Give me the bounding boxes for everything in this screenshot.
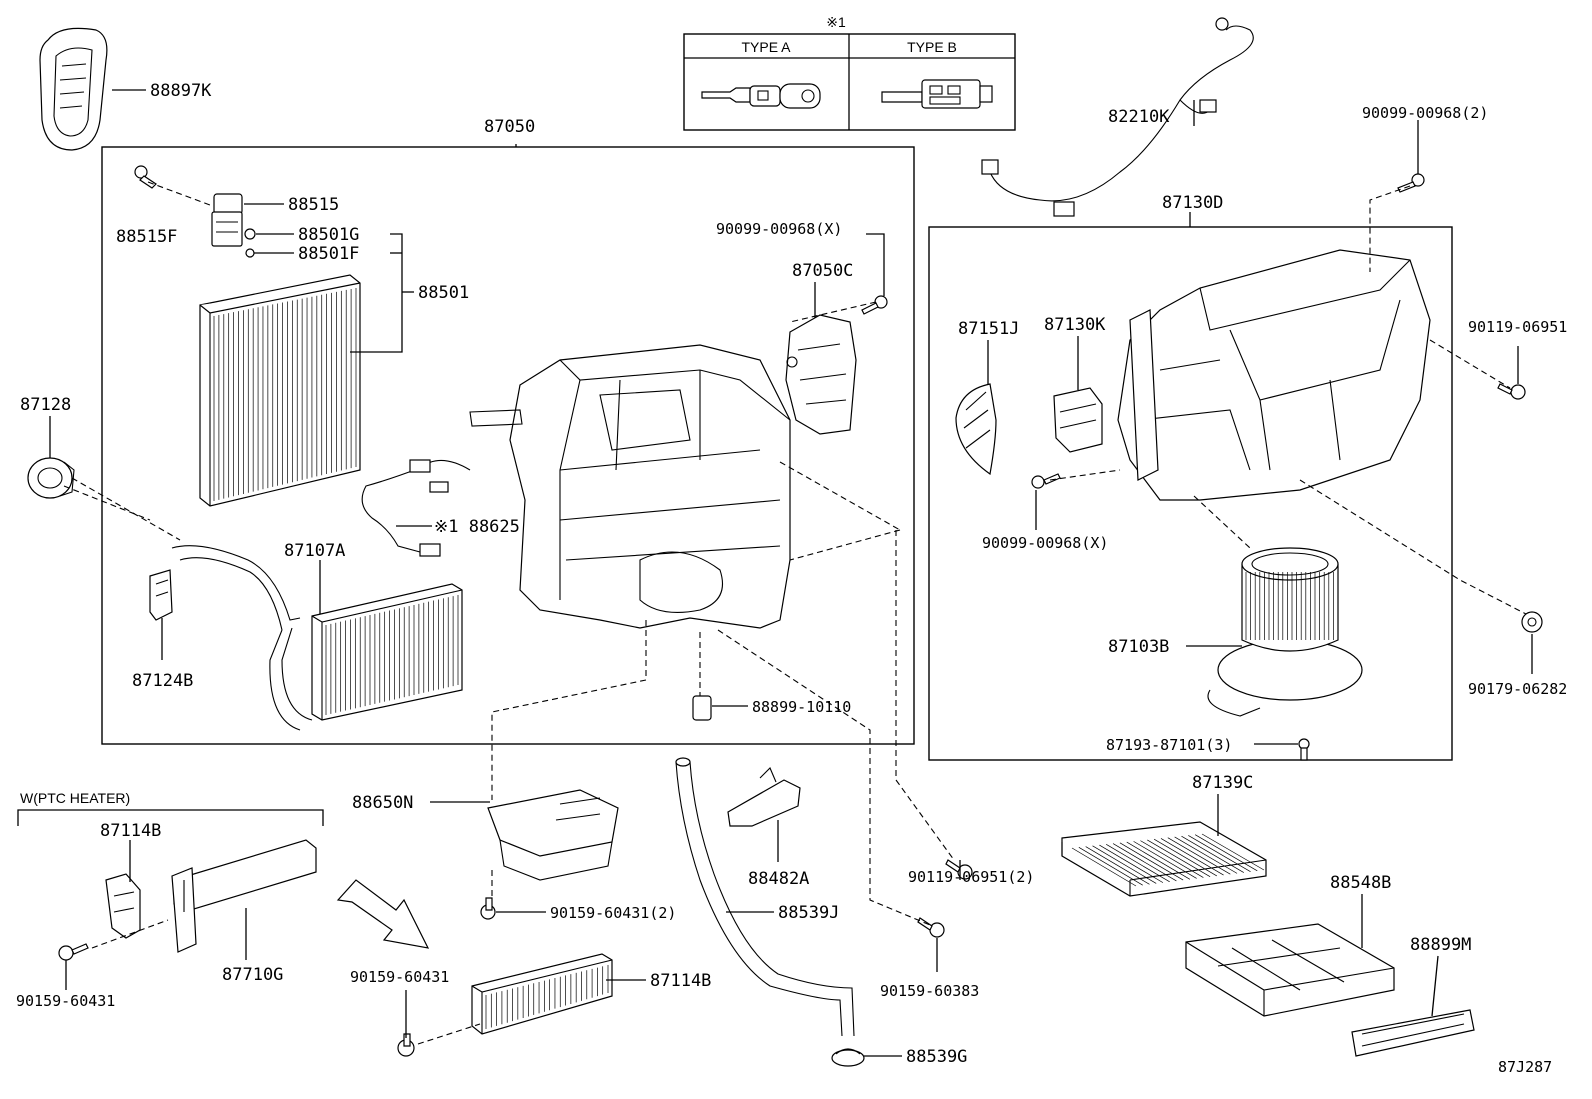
panel-88897K (39, 27, 108, 151)
label-87128: 87128 (20, 395, 71, 415)
label-87050C: 87050C (792, 261, 853, 281)
label-87710G: 87710G (222, 965, 283, 985)
label-90119-06951: 90119-06951 (1468, 318, 1567, 336)
label-90099-00968-x-lower: 90099-00968(X) (982, 534, 1108, 552)
label-87114B-upper: 87114B (100, 821, 161, 841)
grommet-88539G (831, 1048, 865, 1067)
damper-87151J (955, 383, 997, 476)
legend-title: ※1 (826, 14, 846, 30)
clip-90179-06282 (1521, 611, 1543, 633)
connector-type-legend: ※1 TYPE A TYPE B (683, 14, 1016, 131)
blower-motor-87103B (1207, 547, 1363, 717)
wire-harness-88625 (361, 459, 471, 557)
direction-arrow (336, 879, 430, 949)
clamp-87124B (149, 569, 173, 621)
screw-90159-60431-2 (480, 897, 496, 920)
screw-90099-00968-2 (1397, 173, 1425, 193)
relay-87114B-upper (105, 873, 141, 939)
label-87107A: 87107A (284, 541, 345, 561)
label-87050: 87050 (484, 117, 535, 137)
screw-90119-06951 (1497, 383, 1526, 400)
screw-87193-87101 (1298, 738, 1310, 761)
label-90099-00968-x-upper: 90099-00968(X) (716, 220, 842, 238)
label-90179-06282: 90179-06282 (1468, 680, 1567, 698)
screw-90099-00968-x-lower (1031, 473, 1061, 489)
ptc-heater-bracket (17, 809, 324, 826)
legend-type-b: TYPE B (907, 39, 957, 55)
label-87130K: 87130K (1044, 315, 1106, 335)
heater-core-87107A (171, 545, 463, 731)
legend-type-a: TYPE A (741, 39, 791, 55)
label-88501: 88501 (418, 283, 469, 303)
connector-type-a (701, 83, 821, 109)
leader-lines (49, 89, 1533, 1057)
cover-88899M (1351, 1009, 1475, 1057)
guide-lines (63, 181, 1527, 1045)
label-88482A: 88482A (748, 869, 809, 889)
screw-90159-60431-lower (397, 1033, 415, 1057)
ptc-heater-87710G (171, 839, 317, 953)
air-filter-87139C (1061, 821, 1267, 897)
label-88650N: 88650N (352, 793, 413, 813)
o-ring-88501F (245, 248, 255, 258)
label-88539J: 88539J (778, 903, 839, 923)
label-88548B: 88548B (1330, 873, 1391, 893)
label-87130D: 87130D (1162, 193, 1223, 213)
label-87193-87101: 87193-87101(3) (1106, 736, 1232, 754)
part-labels: 88897K 87050 88515 88515F 88501G 88501F … (16, 81, 1567, 1076)
o-ring-88501G (244, 228, 256, 240)
connector-type-b (881, 79, 993, 109)
label-88501F: 88501F (298, 244, 359, 264)
label-88539G: 88539G (906, 1047, 967, 1067)
blower-unit-87130D (1117, 249, 1431, 501)
control-module-88650N (487, 789, 619, 881)
label-87139C: 87139C (1192, 773, 1253, 793)
servo-motor-87130K (1053, 387, 1103, 453)
label-90099-00968-2: 90099-00968(2) (1362, 104, 1488, 122)
label-87114B-lower: 87114B (650, 971, 711, 991)
screw-90159-60383 (917, 917, 945, 938)
label-90159-60431-left: 90159-60431 (16, 992, 115, 1010)
assembly-box-87050 (101, 146, 915, 745)
label-88899-10110: 88899-10110 (752, 698, 851, 716)
label-87151J: 87151J (958, 319, 1019, 339)
label-90159-60431-2: 90159-60431(2) (550, 904, 676, 922)
label-87103B: 87103B (1108, 637, 1169, 657)
servo-motor-87050C (785, 314, 857, 435)
drain-hose-88539J (675, 757, 855, 1037)
label-88625: ※1 88625 (434, 517, 520, 537)
label-88515: 88515 (288, 195, 339, 215)
label-88501G: 88501G (298, 225, 359, 245)
label-88515F: 88515F (116, 227, 177, 247)
evaporator-88501 (199, 274, 361, 507)
sensor-88899-10110 (692, 695, 712, 721)
wire-harness-82210K (981, 17, 1254, 217)
filter-case-88548B (1185, 923, 1395, 1017)
screw-90159-60431-left (58, 943, 89, 961)
expansion-valve-88515 (211, 193, 243, 247)
screw-88515F (134, 165, 157, 189)
screw-90119-06951-2 (945, 859, 973, 880)
label-88899M: 88899M (1410, 935, 1471, 955)
screw-90099-00968-x-upper (861, 295, 888, 315)
grommet-87128 (27, 457, 75, 499)
heater-element-87114B-lower (471, 953, 613, 1035)
label-90159-60383: 90159-60383 (880, 982, 979, 1000)
hvac-unit-87050 (469, 344, 791, 629)
label-90119-06951-2: 90119-06951(2) (908, 868, 1034, 886)
label-82210K: 82210K (1108, 107, 1170, 127)
label-87124B: 87124B (132, 671, 193, 691)
bracket-88482A (727, 767, 801, 827)
label-90159-60431-lower: 90159-60431 (350, 968, 449, 986)
diagram-code: 87J287 (1498, 1058, 1552, 1076)
label-88897K: 88897K (150, 81, 212, 101)
label-ptc-heater-group: W(PTC HEATER) (20, 790, 130, 806)
